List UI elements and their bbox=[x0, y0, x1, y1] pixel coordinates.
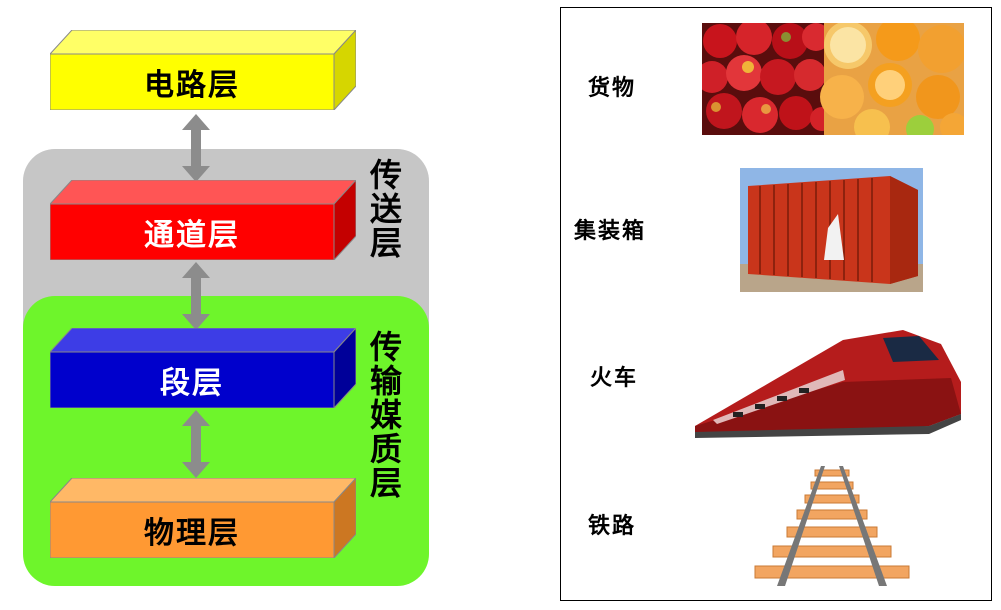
transmission-media-layer-label: 传输媒质层 bbox=[368, 330, 400, 500]
double-arrow-icon bbox=[178, 114, 214, 182]
container-label: 集装箱 bbox=[574, 213, 646, 245]
double-arrow-icon bbox=[178, 262, 214, 330]
path-layer-label: 通道层 bbox=[50, 204, 334, 260]
circuit-layer-box: 电路层 bbox=[50, 30, 356, 110]
goods-image bbox=[702, 23, 964, 135]
transmission-layer-label: 传送层 bbox=[368, 158, 400, 260]
goods-label: 货物 bbox=[588, 70, 636, 102]
section-layer-label: 段层 bbox=[50, 352, 334, 408]
physical-layer-box: 物理层 bbox=[50, 478, 356, 558]
railway-label: 铁路 bbox=[588, 508, 636, 540]
double-arrow-icon bbox=[178, 410, 214, 478]
container-image bbox=[740, 168, 923, 292]
physical-layer-label: 物理层 bbox=[50, 502, 334, 558]
train-label: 火车 bbox=[590, 360, 638, 392]
section-layer-box: 段层 bbox=[50, 328, 356, 408]
path-layer-box: 通道层 bbox=[50, 180, 356, 260]
circuit-layer-label: 电路层 bbox=[50, 54, 334, 110]
train-image bbox=[693, 322, 965, 440]
railway-image bbox=[741, 466, 923, 586]
